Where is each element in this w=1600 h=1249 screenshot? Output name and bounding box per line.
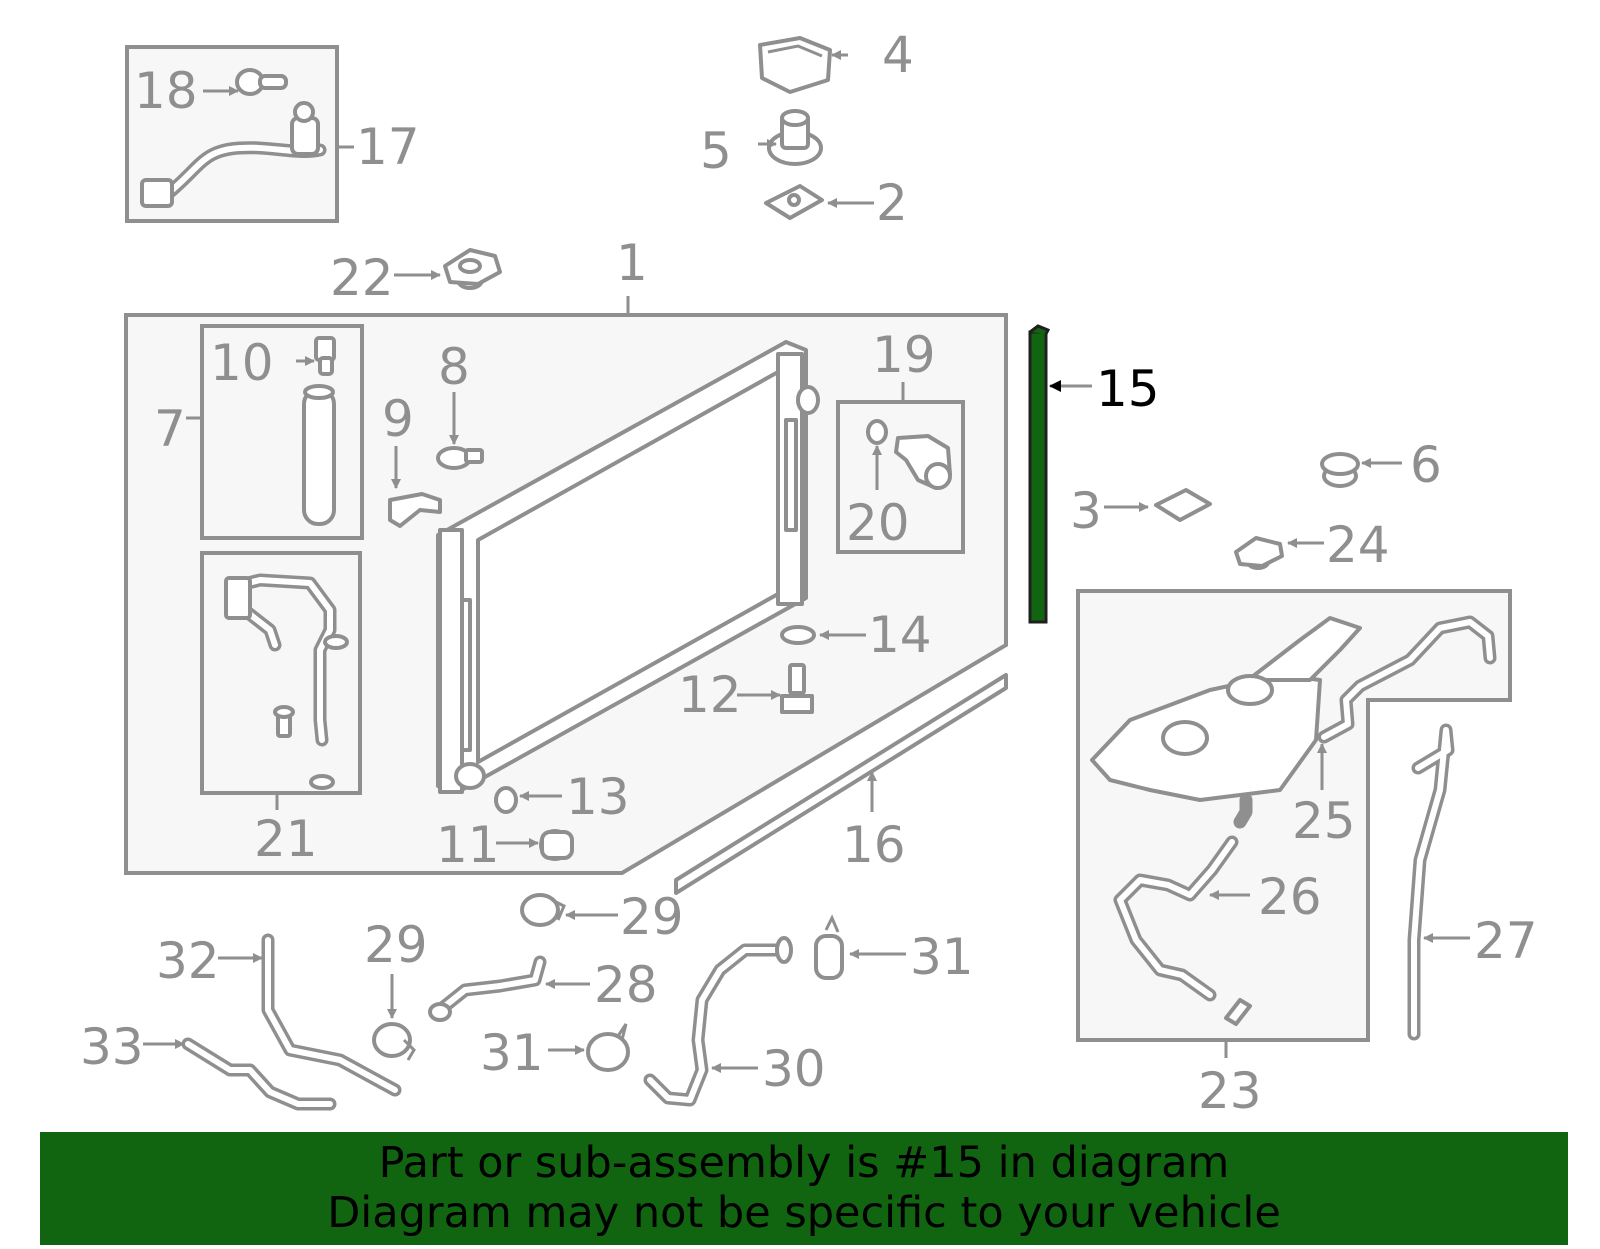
part-6-grommet [1320, 452, 1360, 488]
part-25-hose [1317, 615, 1497, 744]
leader-lines [143, 50, 1470, 1073]
part-29-clamp-lower [372, 1022, 416, 1061]
part-7-receiver-drier [302, 384, 336, 526]
part-16-seal [674, 673, 1008, 895]
callout-5: 5 [700, 122, 732, 180]
callout-19: 19 [872, 326, 936, 384]
callout-31-upper: 31 [910, 928, 974, 986]
callout-1: 1 [616, 234, 648, 292]
callout-13: 13 [566, 768, 630, 826]
part-30-lower-hose [643, 936, 793, 1107]
callout-8: 8 [438, 338, 470, 396]
part-11-drain-plug [539, 829, 574, 861]
part-27-overflow-hose [1407, 723, 1455, 1041]
part-31-clamp-lower [586, 1023, 630, 1072]
part-19-coolant-outlet [894, 434, 952, 490]
callout-20: 20 [846, 494, 910, 552]
callout-24: 24 [1326, 516, 1390, 574]
callout-15: 15 [1096, 360, 1160, 418]
callout-7: 7 [154, 400, 186, 458]
callout-22: 22 [330, 249, 394, 307]
part-4-cap [758, 36, 832, 94]
callout-16: 16 [842, 816, 906, 874]
callout-25: 25 [1292, 792, 1356, 850]
part-29-clamp-upper [520, 893, 566, 927]
part-1-radiator [436, 340, 820, 794]
callout-33: 33 [80, 1018, 144, 1076]
part-20-o-ring [866, 419, 888, 445]
callout-23: 23 [1198, 1062, 1262, 1120]
part-10-plug [314, 336, 336, 376]
callout-28: 28 [594, 956, 658, 1014]
part-24-cap [1234, 536, 1284, 570]
part-14-washer [780, 625, 816, 645]
info-banner: Part or sub-assembly is #15 in diagram D… [40, 1132, 1568, 1245]
part-26-hose [1113, 835, 1252, 1026]
part-28-hose [428, 955, 547, 1022]
callout-29-upper: 29 [620, 888, 684, 946]
banner-line-1: Part or sub-assembly is #15 in diagram [378, 1138, 1230, 1188]
part-22-radiator-cap [443, 248, 502, 290]
part-15-highlighted [1028, 324, 1051, 624]
callout-27: 27 [1474, 912, 1538, 970]
callout-6: 6 [1410, 436, 1442, 494]
part-23-reservoir-tank [1090, 616, 1362, 829]
part-21-cooler-pipe [224, 573, 349, 790]
callout-4: 4 [882, 26, 914, 84]
callout-10: 10 [210, 334, 274, 392]
part-33-hose [181, 1037, 337, 1111]
part-32-hose [261, 933, 402, 1097]
callout-26: 26 [1258, 868, 1322, 926]
callout-11: 11 [436, 816, 500, 874]
callout-30: 30 [762, 1040, 826, 1098]
part-3-bracket [1154, 488, 1212, 522]
part-13-o-ring [494, 786, 518, 814]
part-8-clamp [436, 446, 484, 470]
callout-14: 14 [868, 606, 932, 664]
callout-17: 17 [356, 118, 420, 176]
part-5-mount [767, 109, 823, 166]
part-17-wire-harness [140, 101, 327, 208]
callout-29-lower: 29 [364, 916, 428, 974]
part-12-bolt [780, 663, 814, 714]
callout-31-lower: 31 [480, 1024, 544, 1082]
callout-3: 3 [1070, 482, 1102, 540]
callout-labels: 18 17 4 5 2 22 1 10 7 8 9 19 20 15 3 6 2… [80, 26, 1538, 1120]
callout-9: 9 [382, 390, 414, 448]
part-31-clamp-upper [814, 914, 844, 980]
callout-2: 2 [876, 174, 908, 232]
part-9-bracket [388, 492, 442, 528]
part-2-bracket [764, 184, 824, 220]
callout-18: 18 [134, 62, 198, 120]
callout-32: 32 [156, 932, 220, 990]
part-18-bolt [235, 68, 288, 96]
banner-line-2: Diagram may not be specific to your vehi… [327, 1188, 1281, 1238]
callout-12: 12 [678, 666, 742, 724]
callout-21: 21 [254, 810, 318, 868]
